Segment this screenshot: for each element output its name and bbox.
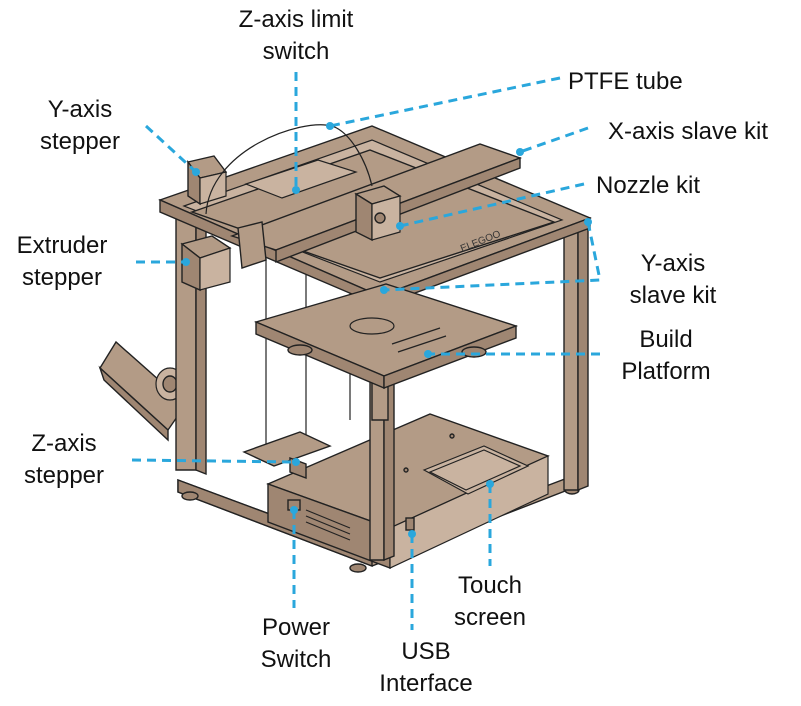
y-axis-stepper-motor bbox=[186, 155, 228, 206]
label-line: switch bbox=[262, 38, 330, 65]
label-line: Power bbox=[261, 614, 331, 641]
usb-interface-marker bbox=[408, 530, 416, 538]
label-line: Z-axis bbox=[31, 430, 97, 457]
z-stepper-marker bbox=[292, 458, 300, 466]
y-slave-kit-marker-a bbox=[584, 218, 592, 226]
x-slave-kit-marker bbox=[516, 148, 524, 156]
label-line: stepper bbox=[23, 462, 105, 489]
build-platform-drawing bbox=[253, 283, 519, 390]
power-switch-marker bbox=[290, 506, 298, 514]
label-line: USB bbox=[401, 638, 451, 665]
label-line: Interface bbox=[379, 670, 473, 697]
label-line: Y-axis bbox=[640, 250, 706, 277]
label-y-axis-slave-kit: Y-axis slave kit bbox=[608, 248, 738, 312]
label-line: slave kit bbox=[629, 282, 717, 309]
label-nozzle-kit: Nozzle kit bbox=[596, 172, 701, 199]
label-line: Platform bbox=[621, 358, 711, 385]
ptfe-tube-marker bbox=[326, 122, 334, 130]
label-line: Switch bbox=[260, 646, 332, 673]
label-extruder-stepper: Extruder stepper bbox=[0, 230, 124, 294]
spool-holder bbox=[98, 340, 187, 442]
build-platform-marker bbox=[424, 350, 432, 358]
label-z-axis-limit-switch: Z-axis limit switch bbox=[216, 4, 376, 68]
label-ptfe-tube: PTFE tube bbox=[568, 68, 683, 95]
extruder-motor bbox=[180, 221, 267, 292]
label-usb-interface: USB Interface bbox=[364, 636, 488, 700]
control-box bbox=[266, 413, 550, 570]
label-line: Y-axis bbox=[47, 96, 113, 123]
extruder-stepper-marker bbox=[182, 258, 190, 266]
touch-screen-marker bbox=[486, 480, 494, 488]
leader-lines bbox=[131, 72, 602, 630]
label-line: stepper bbox=[39, 128, 121, 155]
print-head bbox=[354, 185, 402, 242]
label-x-axis-slave-kit: X-axis slave kit bbox=[608, 118, 769, 145]
label-touch-screen: Touch screen bbox=[440, 570, 540, 634]
y-stepper-marker bbox=[192, 168, 200, 176]
label-line: stepper bbox=[21, 264, 103, 291]
y-slave-kit-marker-b bbox=[380, 286, 388, 294]
label-line: Z-axis limit bbox=[238, 6, 354, 33]
printer-illustration: ELEGOO bbox=[98, 124, 592, 573]
label-line: Touch bbox=[457, 572, 523, 599]
nozzle-kit-marker bbox=[396, 222, 404, 230]
label-build-platform: Build Platform bbox=[604, 324, 728, 388]
label-power-switch: Power Switch bbox=[244, 612, 348, 676]
z-limit-switch-marker bbox=[292, 186, 300, 194]
label-line: Build bbox=[639, 326, 693, 353]
label-line: Extruder bbox=[16, 232, 108, 259]
label-y-axis-stepper: Y-axis stepper bbox=[20, 94, 140, 158]
label-line: screen bbox=[453, 604, 527, 631]
label-z-axis-stepper: Z-axis stepper bbox=[4, 428, 124, 492]
